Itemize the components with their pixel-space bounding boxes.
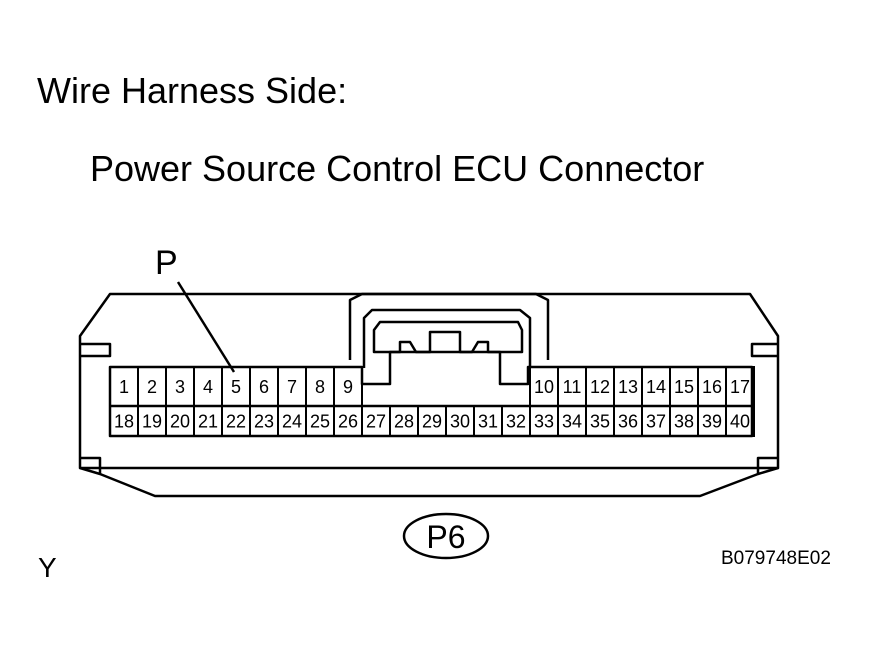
section-heading: Wire Harness Side: (37, 70, 348, 111)
connector-code-ellipse (402, 512, 490, 560)
pin-15: 15 (674, 377, 694, 397)
pin-14: 14 (646, 377, 666, 397)
pin-6: 6 (259, 377, 269, 397)
pin-22: 22 (226, 412, 246, 432)
pin-16: 16 (702, 377, 722, 397)
connector-bottom-taper (79, 466, 779, 498)
pin-12: 12 (590, 377, 610, 397)
pin-40-cell (725, 405, 755, 437)
pin-5: 5 (231, 377, 241, 397)
connector-left-step (80, 342, 112, 358)
pin-32: 32 (506, 412, 526, 432)
lock-latch (372, 320, 524, 354)
figure-id: B079748E02 (721, 548, 831, 569)
pin-29: 29 (422, 412, 442, 432)
pin-31: 31 (478, 412, 498, 432)
pin-23: 23 (254, 412, 274, 432)
lock-housing-inner (362, 308, 532, 368)
pin-27: 27 (366, 412, 386, 432)
pin-callout-leader (176, 281, 236, 373)
pin-34: 34 (562, 412, 582, 432)
pin-40: 40 (730, 412, 750, 432)
connector-right-step (750, 342, 778, 358)
pin-4: 4 (203, 377, 213, 397)
pin-25: 25 (310, 412, 330, 432)
pin-24: 24 (282, 412, 302, 432)
pin-36: 36 (618, 412, 638, 432)
pin-37: 37 (646, 412, 666, 432)
connector-code-label: P6 (426, 519, 465, 555)
pin-20: 20 (170, 412, 190, 432)
pin-35: 35 (590, 412, 610, 432)
pin-2: 2 (147, 377, 157, 397)
pin-3: 3 (175, 377, 185, 397)
pin-callout-label: P (155, 244, 178, 282)
pin-9: 9 (343, 377, 353, 397)
pin-30: 30 (450, 412, 470, 432)
pin-17: 17 (730, 377, 750, 397)
pin-7: 7 (287, 377, 297, 397)
corner-mark: Y (38, 552, 57, 583)
pin-1: 1 (119, 377, 129, 397)
pin-13: 13 (618, 377, 638, 397)
lock-housing-outer (348, 292, 550, 360)
pin-28: 28 (394, 412, 414, 432)
pin-19: 19 (142, 412, 162, 432)
pin-10: 10 (534, 377, 554, 397)
pin-38: 38 (674, 412, 694, 432)
pin-11: 11 (563, 377, 582, 397)
pin-26: 26 (338, 412, 358, 432)
connector-bottom-notch-left (80, 456, 102, 474)
pin-33: 33 (534, 412, 554, 432)
pin-39: 39 (702, 412, 722, 432)
pin-8: 8 (315, 377, 325, 397)
pin-18: 18 (114, 412, 134, 432)
connector-bottom-notch-right (756, 456, 778, 474)
pin-21: 21 (198, 412, 218, 432)
connector-title: Power Source Control ECU Connector (90, 148, 705, 189)
